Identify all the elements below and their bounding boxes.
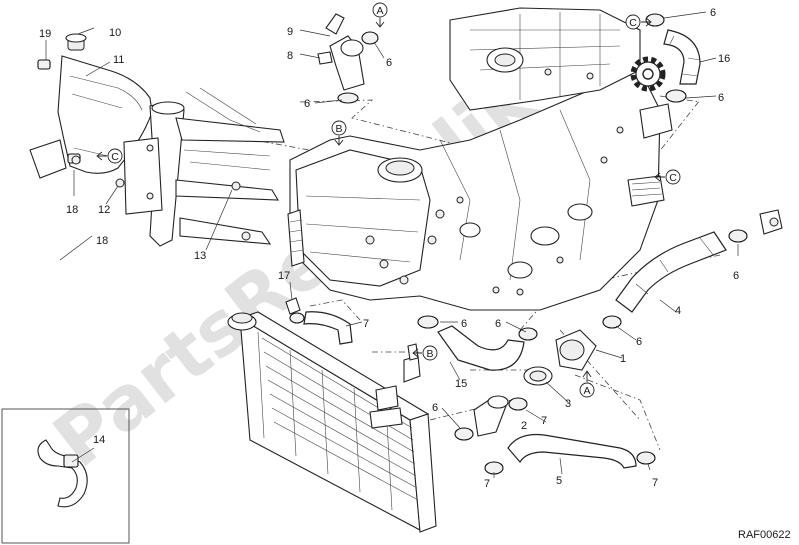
svg-text:A: A <box>583 385 590 397</box>
label-6-top-fitting: 6 <box>386 57 392 69</box>
engine-block <box>287 7 673 311</box>
reference-markers: A A B B C C C <box>96 2 681 398</box>
label-8: 8 <box>287 50 293 62</box>
leader-lines <box>45 11 739 478</box>
label-5: 5 <box>556 475 562 487</box>
label-6-top-right: 6 <box>710 7 716 19</box>
label-15: 15 <box>455 378 467 390</box>
ref-marker-b-top: B <box>331 120 347 146</box>
label-17: 17 <box>278 270 290 282</box>
label-18-bottom: 18 <box>66 204 78 216</box>
label-7-bottom: 7 <box>484 478 490 490</box>
label-1: 1 <box>620 353 626 365</box>
gear-icon <box>630 56 666 92</box>
label-6-hose15: 6 <box>461 318 467 330</box>
hose-4 <box>602 209 783 329</box>
label-7-left: 6 <box>432 402 438 414</box>
ref-marker-b-bottom: B <box>412 345 438 361</box>
ref-marker-a-bottom: A <box>579 370 595 398</box>
svg-text:B: B <box>335 123 342 135</box>
ref-marker-a-top: A <box>372 2 388 28</box>
ref-marker-c-right: C <box>654 169 681 185</box>
hose-15 <box>417 315 538 371</box>
hose-16 <box>645 13 701 103</box>
frame-bracket <box>71 87 285 247</box>
label-13-frame: 13 <box>194 250 206 262</box>
radiator <box>227 311 437 533</box>
label-6-frame: 6 <box>304 98 310 110</box>
svg-text:C: C <box>111 151 119 163</box>
upper-fitting <box>317 13 379 104</box>
inset-box <box>1 408 130 544</box>
thermostat-housing <box>473 329 597 437</box>
label-12: 11 <box>113 54 124 66</box>
svg-text:B: B <box>426 348 433 360</box>
svg-text:C: C <box>629 17 637 29</box>
label-14: 14 <box>93 434 105 446</box>
label-6-right: 6 <box>718 92 724 104</box>
label-9: 9 <box>287 26 293 38</box>
label-13-left: 12 <box>98 204 110 216</box>
ref-marker-c-left: C <box>96 148 123 164</box>
part-labels: 19 10 11 18 12 13 18 14 9 8 6 6 6 16 6 6… <box>39 7 739 490</box>
svg-text:C: C <box>669 172 677 184</box>
label-3: 3 <box>565 398 571 410</box>
label-10: 7 <box>363 318 369 330</box>
drawing-code: RAF00622 <box>738 529 791 541</box>
label-6-hose4: 6 <box>733 270 739 282</box>
label-2: 2 <box>521 420 527 432</box>
label-19: 18 <box>96 235 108 247</box>
svg-text:A: A <box>376 5 383 17</box>
label-18-top: 19 <box>39 28 51 40</box>
label-6-thermo: 6 <box>636 336 642 348</box>
ref-marker-c-top-right: C <box>625 14 652 30</box>
label-11: 10 <box>109 27 121 39</box>
hose-5 <box>454 397 656 475</box>
label-4: 4 <box>675 305 681 317</box>
hose-10 <box>285 297 421 383</box>
label-6-center: 6 <box>495 318 501 330</box>
label-7-center: 7 <box>541 415 547 427</box>
label-7-right: 7 <box>652 477 658 489</box>
label-16: 16 <box>718 53 730 65</box>
